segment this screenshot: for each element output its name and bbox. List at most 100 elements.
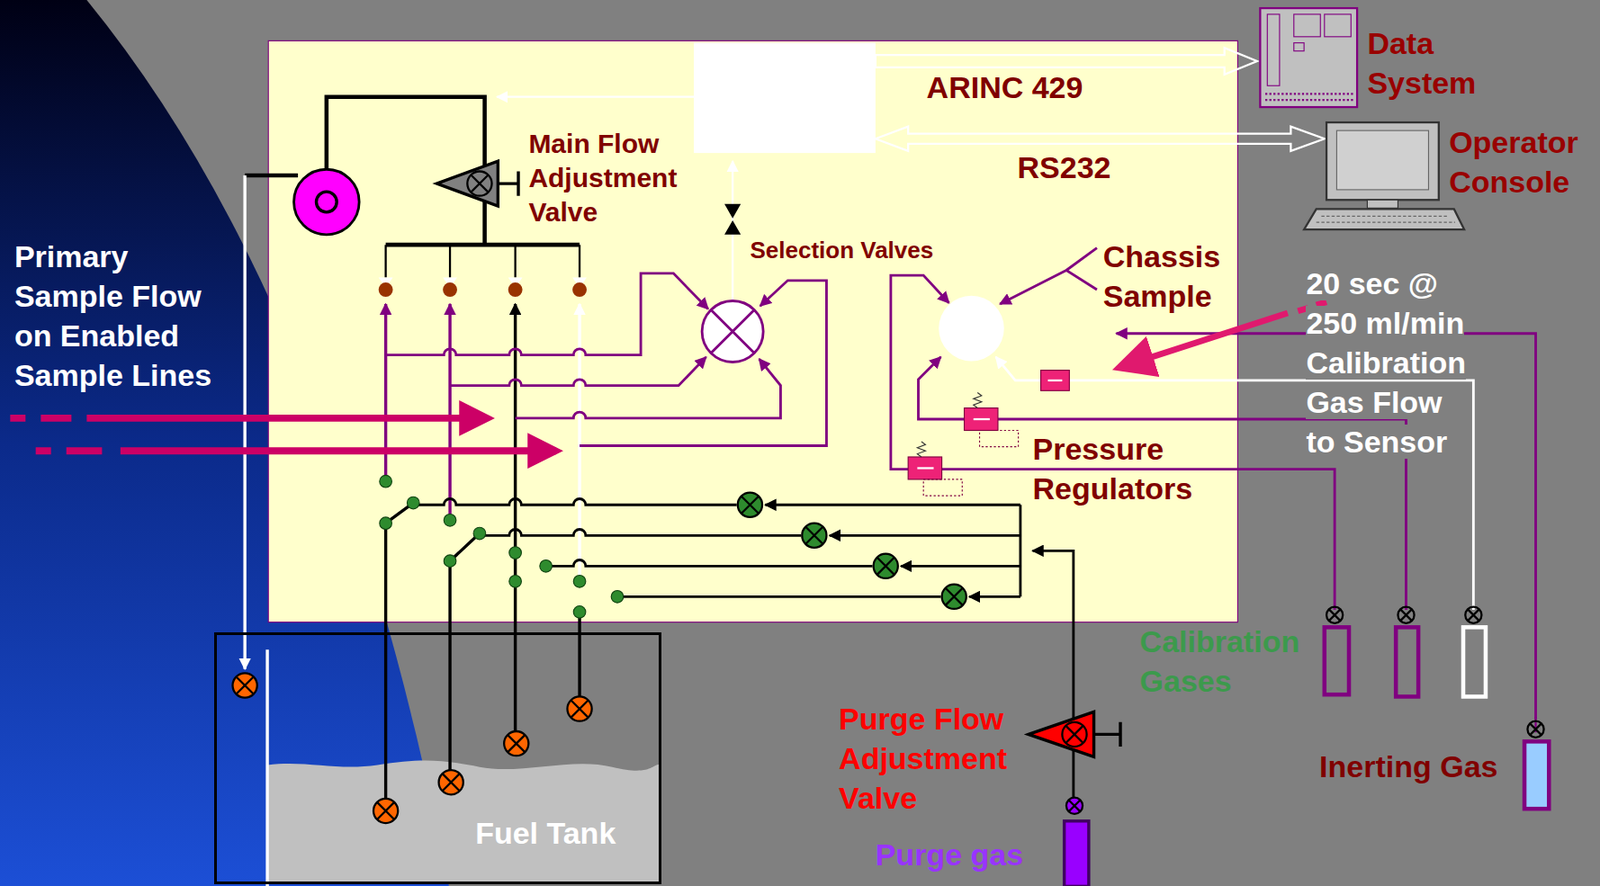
sample-line: [479, 529, 801, 536]
tank-valve: [439, 770, 464, 795]
sensor: [938, 296, 1005, 362]
data-system-icon: [1324, 14, 1351, 37]
label-box: Selection Valves: [749, 235, 934, 265]
sample-line: [386, 273, 709, 356]
node-label: Operator Console: [1448, 122, 1586, 202]
data-system-icon: [1259, 8, 1358, 108]
label-box: 20 sec @ 250 ml/min Calibration Gas Flow…: [1305, 263, 1477, 462]
cylinder-valve: [1527, 721, 1544, 738]
pressure-regulators: [1041, 370, 1070, 392]
purge-flow-adjustment-valve: [1094, 722, 1121, 747]
label-box: Main Flow Adjustment Valve: [528, 126, 689, 230]
purge-valve: [942, 584, 967, 610]
tank-valve: [503, 731, 529, 756]
tank-valve: [233, 673, 258, 698]
tank-valve: [566, 696, 592, 721]
diagram-node: Data System: [1259, 7, 1358, 113]
primary-flow-arrows: [86, 414, 488, 423]
sample-line: [413, 498, 737, 505]
purge-valve: [737, 493, 763, 518]
purge-feed: [969, 595, 1021, 599]
sample-tubes: [448, 304, 451, 521]
main-flow-line: [386, 244, 580, 278]
cylinder-valve: [1465, 607, 1482, 624]
switch-contact: [406, 496, 420, 510]
cylinder-valve: [1527, 721, 1544, 738]
main-flow-line: [496, 96, 694, 99]
main-flow-line: [244, 173, 298, 179]
pump: [294, 169, 360, 235]
selection-valve-small: [724, 204, 741, 235]
check-valves: [378, 277, 587, 288]
text-label: ARINC 429: [926, 70, 1084, 105]
switch-contact: [379, 517, 393, 531]
sensor-lines: [999, 248, 1097, 305]
purge-feed: [764, 503, 1020, 507]
node-label: Fuel Tank: [475, 815, 917, 852]
primary-flow-arrows: [9, 414, 72, 423]
operator-console-icon: [1303, 122, 1465, 230]
cylinder-valve: [1529, 723, 1542, 736]
controller-box: [693, 43, 876, 153]
tube-crossings: [386, 273, 942, 597]
text-label: RS232: [1017, 150, 1112, 185]
operator-console-icon: [1326, 122, 1439, 200]
label-box: Purge Flow Adjustment Valve: [838, 699, 1016, 818]
pressure-regulators: [973, 393, 982, 409]
data-system-icon: [1294, 43, 1304, 52]
sample-line: [546, 560, 873, 567]
selection-valve: [701, 301, 764, 363]
purge-valve: [801, 523, 827, 549]
purge-valve: [741, 496, 759, 514]
sample-tubes: [386, 503, 480, 562]
cylinder-valve: [1066, 798, 1083, 815]
cylinder-valve: [1329, 609, 1341, 621]
switch-contact: [611, 591, 624, 604]
rs232-bus-arrow: [875, 126, 1325, 152]
gas-cylinders: [1073, 717, 1537, 809]
label-box: Primary Sample Flow on Enabled Sample Li…: [14, 236, 225, 396]
tank-vent-line: [265, 649, 269, 886]
primary-flow-arrows: [9, 418, 557, 451]
gas-cylinders: [1324, 627, 1349, 695]
main-flow-adjustment-valve: [436, 161, 519, 207]
chassis-box: [268, 40, 1238, 622]
sample-tubes: [513, 304, 517, 746]
label-box: ARINC 429: [926, 69, 1084, 106]
cylinder-valve: [1397, 607, 1414, 624]
data-system-icon: [1259, 8, 1358, 108]
pressure-regulators: [973, 418, 990, 421]
purge-valve: [873, 554, 899, 579]
sample-line: [449, 357, 707, 387]
main-flow-line: [242, 175, 246, 670]
check-valve-dot: [508, 282, 523, 297]
switch-contact: [443, 555, 457, 568]
tank-valve: [373, 799, 398, 824]
text-label: Purge Flow Adjustment Valve: [838, 701, 1007, 816]
check-valve-dot: [378, 282, 394, 297]
cylinder-valve: [1326, 607, 1343, 624]
check-valve-dot: [442, 282, 458, 297]
gas-cylinders: [1064, 627, 1550, 886]
sample-tubes: [577, 611, 581, 710]
pressure-regulators: [916, 467, 934, 469]
sample-line: [617, 595, 941, 599]
pump: [316, 191, 338, 213]
primary-flow-arrows: [35, 447, 103, 455]
operator-console-icon: [1336, 130, 1429, 190]
text-label: Chassis Sample: [1103, 239, 1221, 314]
text-label: Pressure Regulators: [1033, 431, 1194, 506]
diagram-node: Inerting Gas: [1524, 720, 1551, 811]
diagram-node: Operator Console: [1303, 122, 1465, 230]
tank-valve: [571, 701, 589, 719]
gas-cylinders: [1064, 821, 1089, 886]
switch-contact: [379, 475, 393, 488]
purge-flow-adjustment-valve: [1066, 726, 1083, 743]
tank-valve: [566, 696, 592, 721]
data-system-icon: [1267, 14, 1280, 86]
switch-contact: [473, 527, 486, 540]
operator-console-icon: [1316, 215, 1456, 223]
cylinder-valve: [1467, 609, 1480, 621]
purge-valve: [801, 523, 827, 549]
